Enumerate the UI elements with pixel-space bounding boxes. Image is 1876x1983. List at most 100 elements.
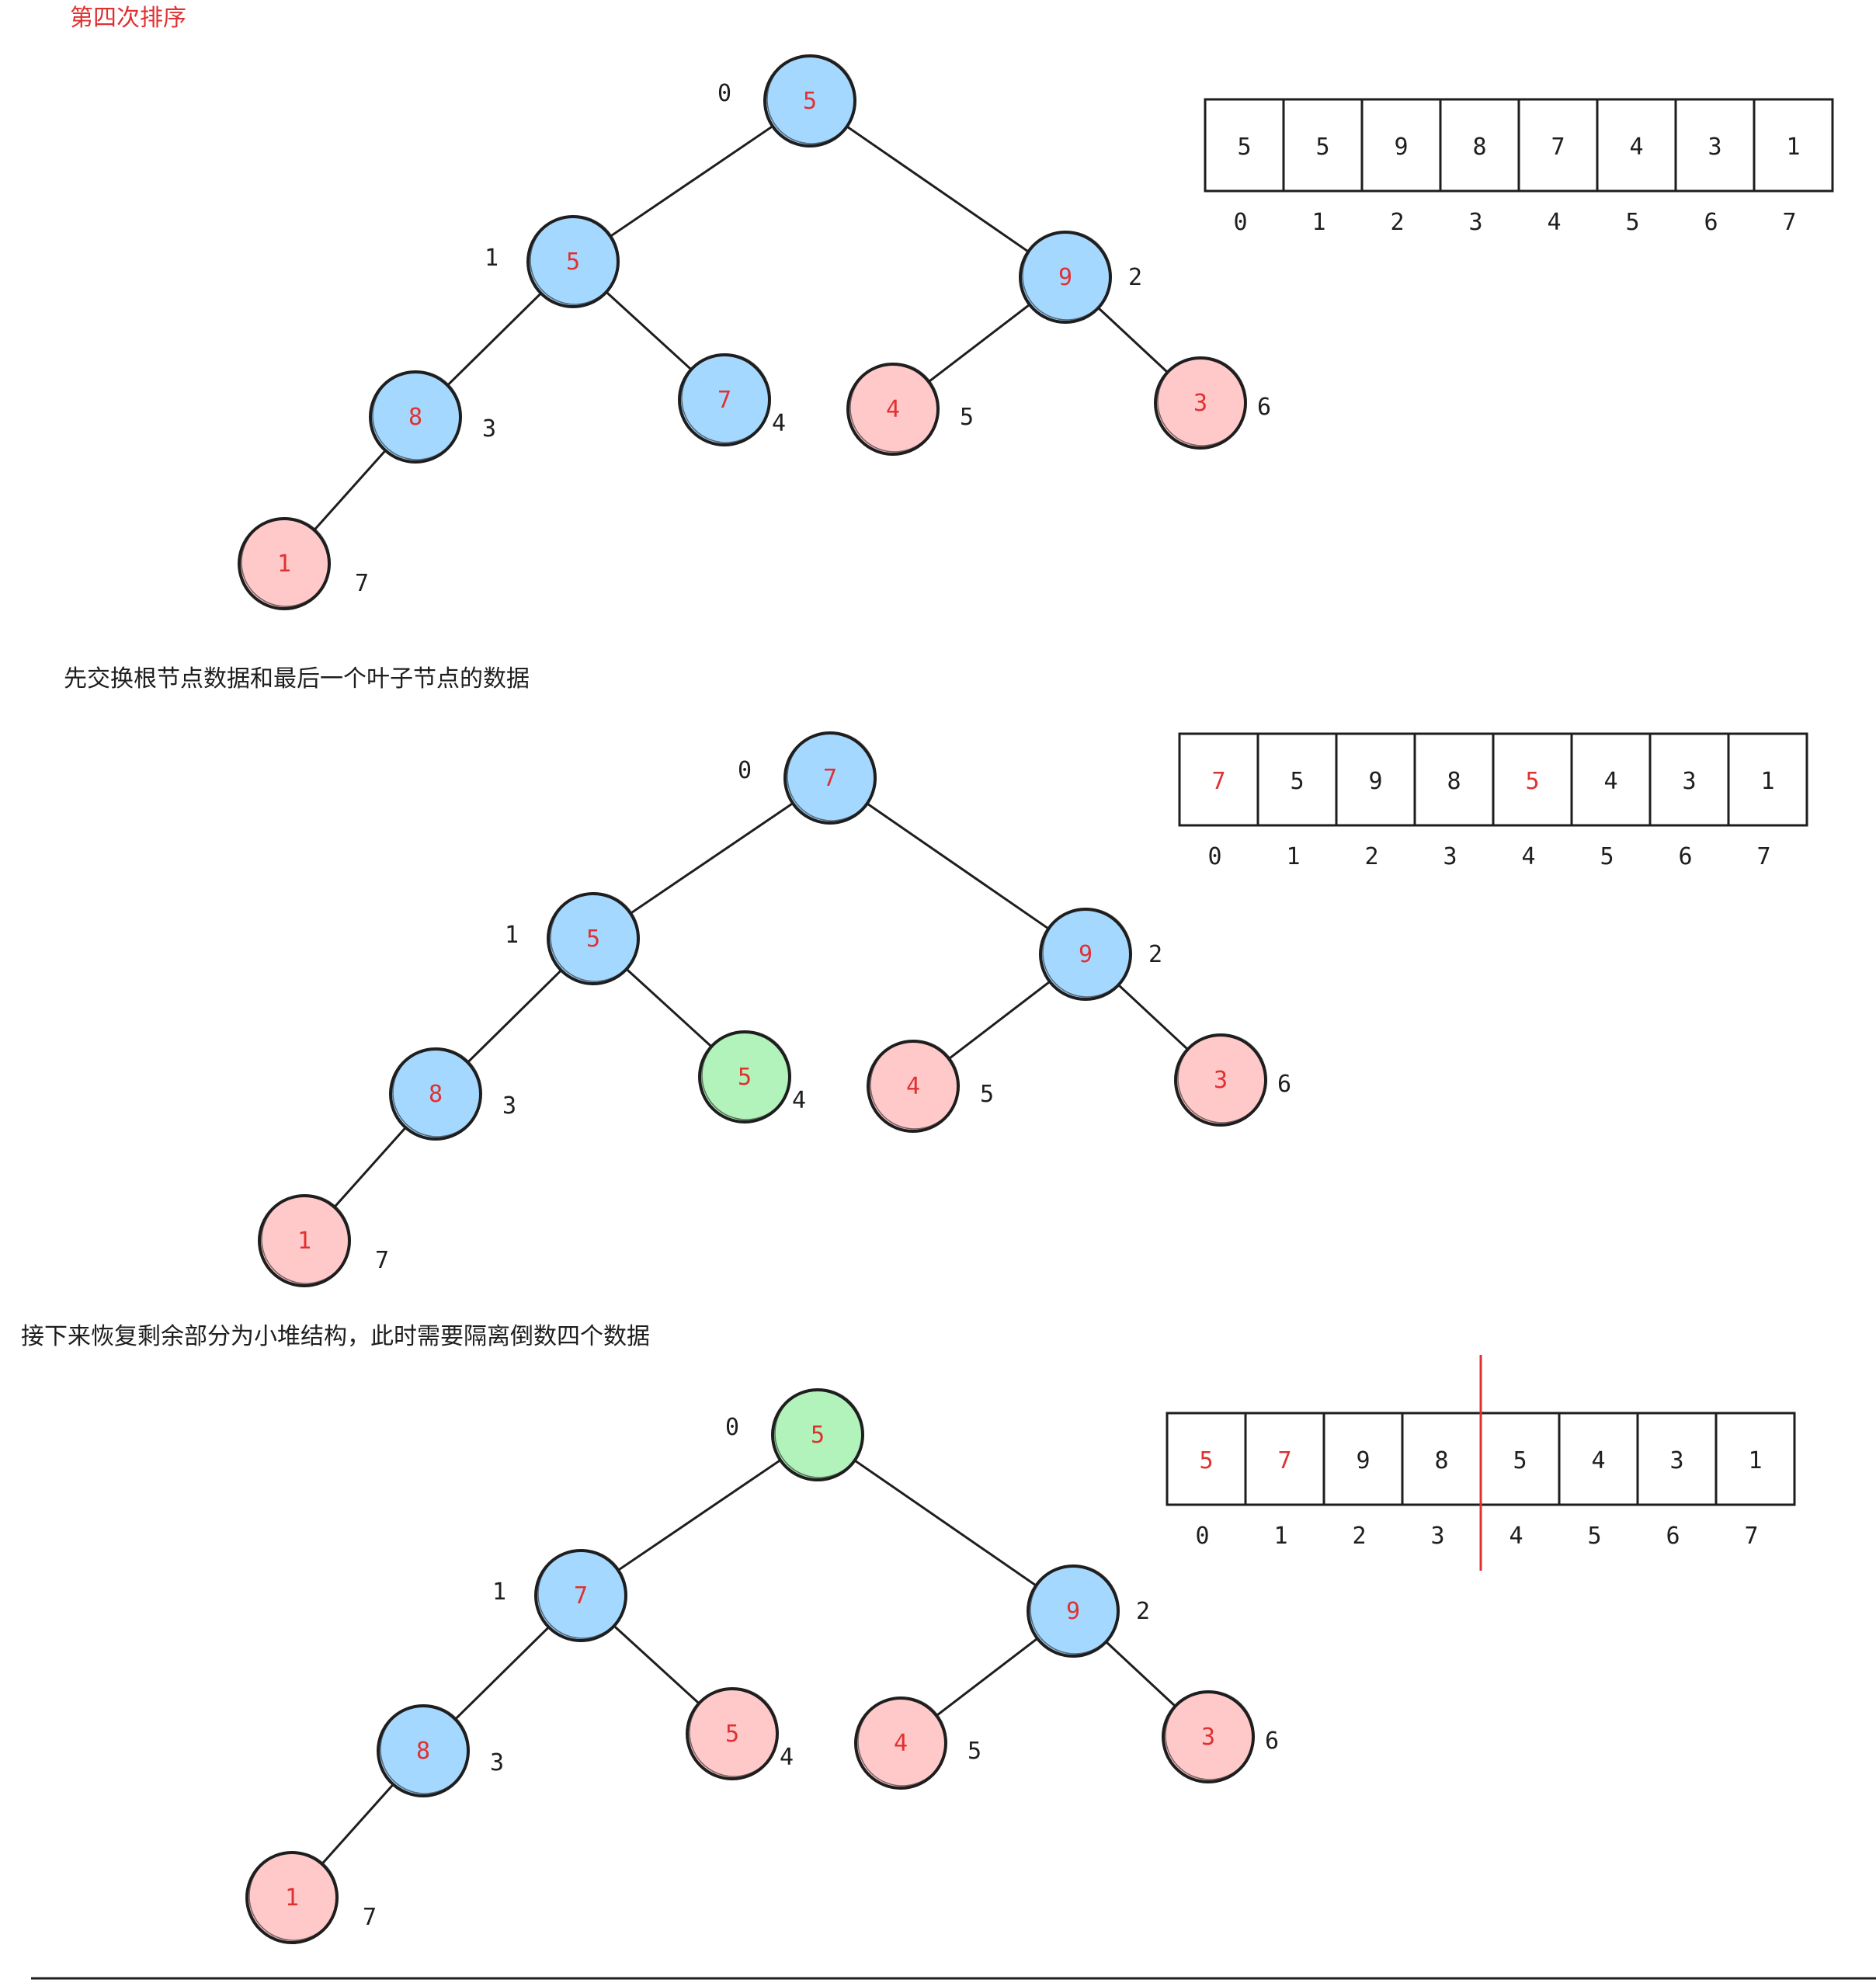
heap-node: 54 (698, 1030, 806, 1123)
node-value: 9 (1079, 941, 1093, 968)
node-value: 1 (297, 1228, 311, 1255)
node-index-label: 7 (375, 1247, 389, 1274)
node-circle-outline (870, 1040, 960, 1130)
array-cell-value: 8 (1447, 768, 1461, 795)
node-circle (238, 517, 331, 610)
tree-edge (866, 802, 1050, 930)
array-index-label: 6 (1666, 1523, 1680, 1550)
node-value: 4 (894, 1730, 908, 1757)
array-index-label: 0 (1195, 1523, 1209, 1550)
node-index-label: 5 (960, 404, 974, 431)
node-circle-outline (550, 892, 640, 982)
array-cell-value: 5 (1513, 1447, 1527, 1474)
array-cell-value: 7 (1551, 134, 1565, 161)
node-value: 5 (811, 1422, 825, 1449)
node-circle-outline (766, 54, 856, 144)
node-index-label: 2 (1136, 1598, 1150, 1625)
heap-node: 17 (238, 517, 369, 610)
node-circle-outline (681, 353, 771, 443)
array-cell-value: 4 (1591, 1447, 1605, 1474)
node-circle (1027, 1565, 1120, 1658)
node-index-label: 4 (792, 1087, 806, 1114)
array-index-label: 7 (1744, 1523, 1758, 1550)
array-cell-value: 4 (1629, 134, 1643, 161)
node-index-label: 0 (738, 757, 752, 784)
array-cell-value: 7 (1277, 1447, 1291, 1474)
array-cell-value: 5 (1525, 768, 1539, 795)
tree-edge (453, 1626, 551, 1721)
node-circle-outline (1165, 1690, 1255, 1780)
array-index-label: 0 (1207, 843, 1221, 870)
caption-swap: 先交换根节点数据和最后一个叶子节点的数据 (64, 666, 530, 692)
node-circle (547, 892, 640, 985)
heap-node: 51 (505, 892, 640, 985)
node-circle-outline (1177, 1033, 1267, 1123)
array-index-label: 3 (1430, 1523, 1444, 1550)
array-cell-value: 9 (1368, 768, 1382, 795)
node-value: 4 (906, 1073, 920, 1100)
node-index-label: 2 (1148, 941, 1162, 968)
node-circle (763, 54, 856, 148)
array-cell-value: 8 (1472, 134, 1486, 161)
node-circle (258, 1194, 351, 1287)
array-cell-value: 3 (1708, 134, 1721, 161)
node-value: 5 (566, 248, 580, 276)
heap-node: 50 (725, 1388, 864, 1481)
node-circle (698, 1030, 791, 1123)
node-circle-outline (689, 1687, 779, 1777)
node-index-label: 0 (717, 80, 731, 107)
node-index-label: 5 (968, 1738, 981, 1765)
node-value: 1 (277, 550, 291, 578)
node-index-label: 7 (363, 1904, 377, 1931)
node-value: 3 (1214, 1067, 1228, 1094)
array-index-label: 2 (1352, 1523, 1366, 1550)
node-circle (1162, 1690, 1255, 1783)
node-circle (867, 1040, 960, 1133)
array-index-label: 1 (1273, 1523, 1287, 1550)
array-index-label: 3 (1443, 843, 1457, 870)
heap-node: 50 (717, 54, 856, 148)
array-index-label: 1 (1286, 843, 1300, 870)
array-index-label: 5 (1600, 843, 1614, 870)
array-index-label: 4 (1509, 1523, 1523, 1550)
node-circle (1174, 1033, 1267, 1127)
node-index-label: 1 (485, 245, 499, 272)
node-value: 5 (586, 926, 600, 953)
array-cell-value: 7 (1211, 768, 1225, 795)
node-value: 8 (416, 1738, 430, 1765)
node-circle-outline (530, 215, 620, 305)
node-circle (534, 1549, 627, 1642)
array-cell-value: 1 (1748, 1447, 1762, 1474)
tree-edge (853, 1459, 1037, 1587)
node-circle-outline (537, 1549, 627, 1639)
node-circle-outline (248, 1851, 339, 1941)
node-circle (389, 1047, 482, 1141)
tree-edge (935, 1637, 1039, 1717)
node-index-label: 1 (505, 922, 519, 949)
tree-edge (321, 1783, 394, 1866)
node-circle (771, 1388, 864, 1481)
array-cell-value: 3 (1682, 768, 1696, 795)
array-cell-value: 9 (1394, 134, 1408, 161)
array-index-label: 3 (1468, 209, 1482, 236)
node-value: 7 (717, 387, 731, 414)
tree-edge (1117, 984, 1190, 1051)
tree-edge (313, 449, 387, 532)
node-circle-outline (774, 1388, 864, 1478)
tree-edge (846, 125, 1030, 253)
node-circle (369, 370, 462, 464)
array-cell-value: 5 (1199, 1447, 1213, 1474)
